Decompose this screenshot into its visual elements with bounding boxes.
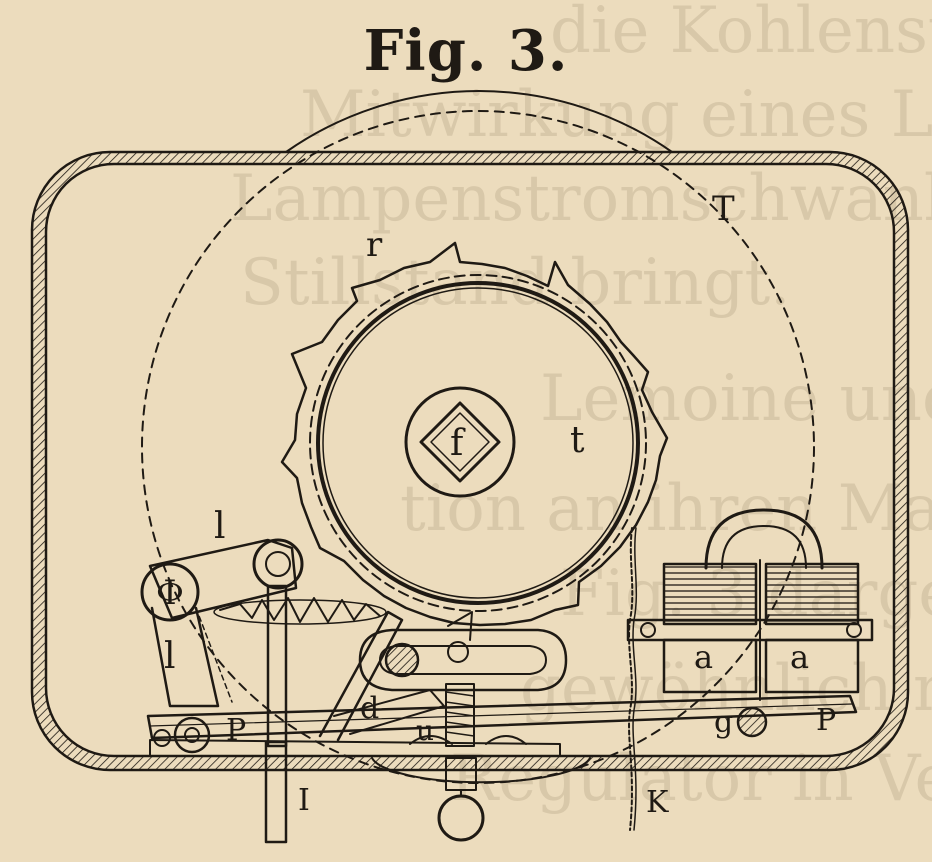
roller-g [736, 706, 768, 738]
regulator-screw [371, 683, 591, 842]
lever-l [140, 538, 304, 708]
label-p-left: P [226, 713, 246, 748]
label-a-left: a [694, 638, 713, 676]
label-u: u [416, 714, 434, 747]
label-l-top: l [214, 506, 226, 547]
figure-title: Fig. 3. [363, 18, 569, 84]
figure-labels: T r f t l l Φ P P d u a a g I K [156, 189, 836, 820]
ratchet-wheel-r [280, 241, 669, 627]
spring [213, 597, 387, 625]
label-p-right: P [816, 703, 836, 738]
roller-left [153, 716, 211, 754]
label-K: K [646, 785, 669, 820]
label-T: T [712, 189, 735, 229]
label-a-right: a [790, 638, 809, 676]
housing-frame [30, 150, 910, 772]
link-d [318, 610, 445, 742]
label-I: I [298, 783, 310, 818]
electromagnet [626, 508, 874, 701]
label-r: r [366, 225, 383, 265]
label-l-left: l [164, 636, 176, 677]
label-g: g [714, 705, 733, 740]
label-f: f [450, 423, 466, 464]
label-phi: Φ [156, 573, 184, 613]
cord-K [628, 527, 638, 831]
rod-I [264, 584, 288, 844]
drum-t [316, 281, 640, 605]
label-d: d [360, 691, 379, 726]
label-t: t [570, 420, 585, 461]
axle-f [404, 386, 516, 498]
